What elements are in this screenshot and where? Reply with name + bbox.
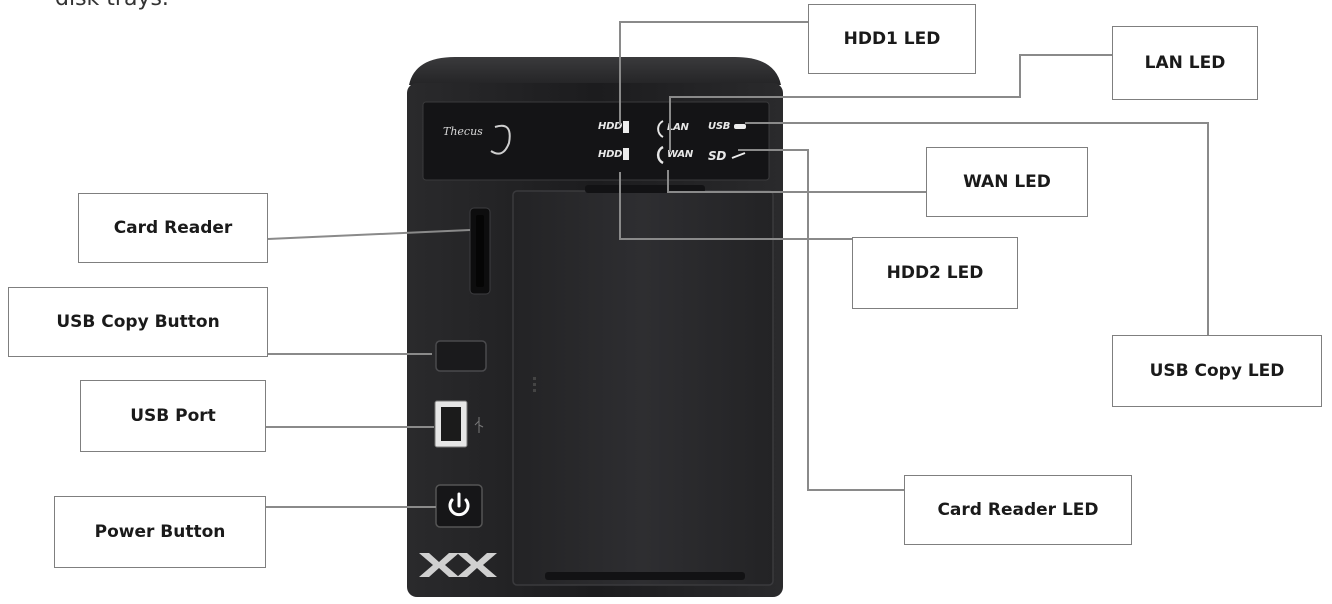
usb-copy-led-label: USB Copy LED bbox=[1112, 335, 1322, 407]
lan-led-text: LAN bbox=[667, 122, 689, 133]
usb-copy-led-indicator bbox=[734, 124, 746, 129]
device-top bbox=[409, 57, 781, 85]
brand-logo-text: Thecus bbox=[443, 125, 483, 138]
card-reader-led-indicator bbox=[731, 152, 746, 159]
hdd1-led-text: HDD bbox=[598, 121, 623, 132]
wan-led-leader bbox=[667, 170, 926, 193]
power-button-label: Power Button bbox=[54, 496, 266, 568]
card-reader-led-label: Card Reader LED bbox=[904, 475, 1132, 545]
nas-device-drawing bbox=[407, 57, 783, 597]
hdd2-led-label: HDD2 LED bbox=[852, 237, 1018, 309]
thecus-logo-icon bbox=[490, 124, 511, 155]
wan-led-indicator bbox=[656, 145, 664, 165]
power-icon bbox=[448, 492, 470, 517]
card-reader-leader bbox=[267, 229, 471, 240]
hdd1-led-leader bbox=[619, 21, 808, 125]
usb-symbol-icon bbox=[474, 417, 484, 433]
tray-handle-bottom bbox=[545, 572, 745, 580]
lan-led-label: LAN LED bbox=[1112, 26, 1258, 100]
sd-led-text: SD bbox=[708, 149, 727, 163]
hdd2-led-indicator bbox=[623, 148, 629, 160]
wan-led-text: WAN bbox=[667, 149, 693, 160]
front-panel bbox=[422, 101, 770, 181]
lan-led-indicator bbox=[657, 120, 664, 138]
hdd2-led-text: HDD bbox=[598, 149, 623, 160]
usb-port-opening bbox=[441, 407, 461, 441]
usb-copy-button[interactable] bbox=[435, 340, 487, 372]
usb-copy-led-leader bbox=[745, 122, 1209, 335]
card-reader-label: Card Reader bbox=[78, 193, 268, 263]
hdd2-led-leader bbox=[619, 172, 852, 240]
tray-marker bbox=[533, 377, 536, 392]
hdd1-led-label: HDD1 LED bbox=[808, 4, 976, 74]
nas-device: Thecus HDD HDD LAN WAN USB SD bbox=[395, 55, 795, 600]
card-reader-opening bbox=[476, 215, 484, 287]
hdd1-led-indicator bbox=[623, 121, 629, 133]
card-reader-led-leader bbox=[738, 149, 904, 491]
usb-copy-button-label: USB Copy Button bbox=[8, 287, 268, 357]
intro-text: disk trays. bbox=[55, 0, 169, 11]
usb-led-text: USB bbox=[708, 121, 731, 132]
usb-port-label: USB Port bbox=[80, 380, 266, 452]
wan-led-label: WAN LED bbox=[926, 147, 1088, 217]
xxx-logo-icon bbox=[419, 553, 497, 577]
lan-led-leader bbox=[669, 54, 1112, 152]
